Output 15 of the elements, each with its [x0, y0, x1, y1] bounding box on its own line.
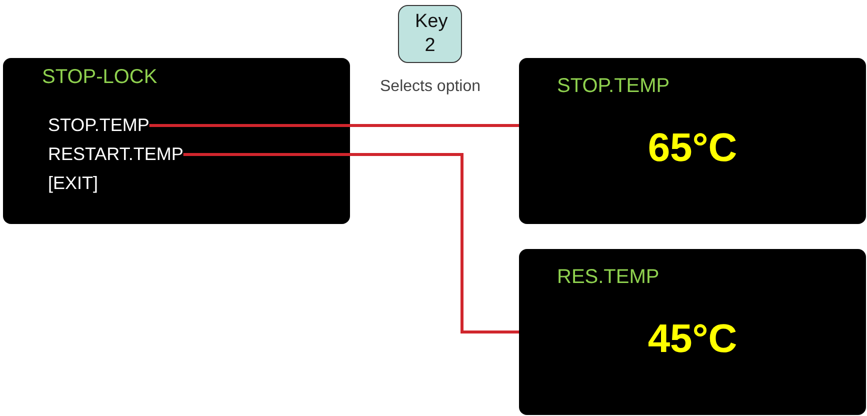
display-screen — [519, 58, 866, 224]
display-screen — [3, 58, 350, 224]
key-caption: Selects option — [380, 78, 481, 96]
menu-item: [EXIT] — [48, 173, 98, 194]
screen-title: STOP-LOCK — [42, 66, 158, 89]
key-button: Key 2 — [398, 5, 462, 63]
temperature-value: 65°C — [648, 126, 738, 171]
connector-line — [183, 153, 519, 334]
display-screen — [519, 249, 866, 415]
screen-title: RES.TEMP — [557, 266, 660, 289]
menu-item: STOP.TEMP — [48, 115, 150, 136]
screen-title: STOP.TEMP — [557, 75, 670, 98]
temperature-value: 45°C — [648, 317, 738, 362]
menu-item: RESTART.TEMP — [48, 144, 184, 165]
connector-line — [149, 124, 519, 127]
